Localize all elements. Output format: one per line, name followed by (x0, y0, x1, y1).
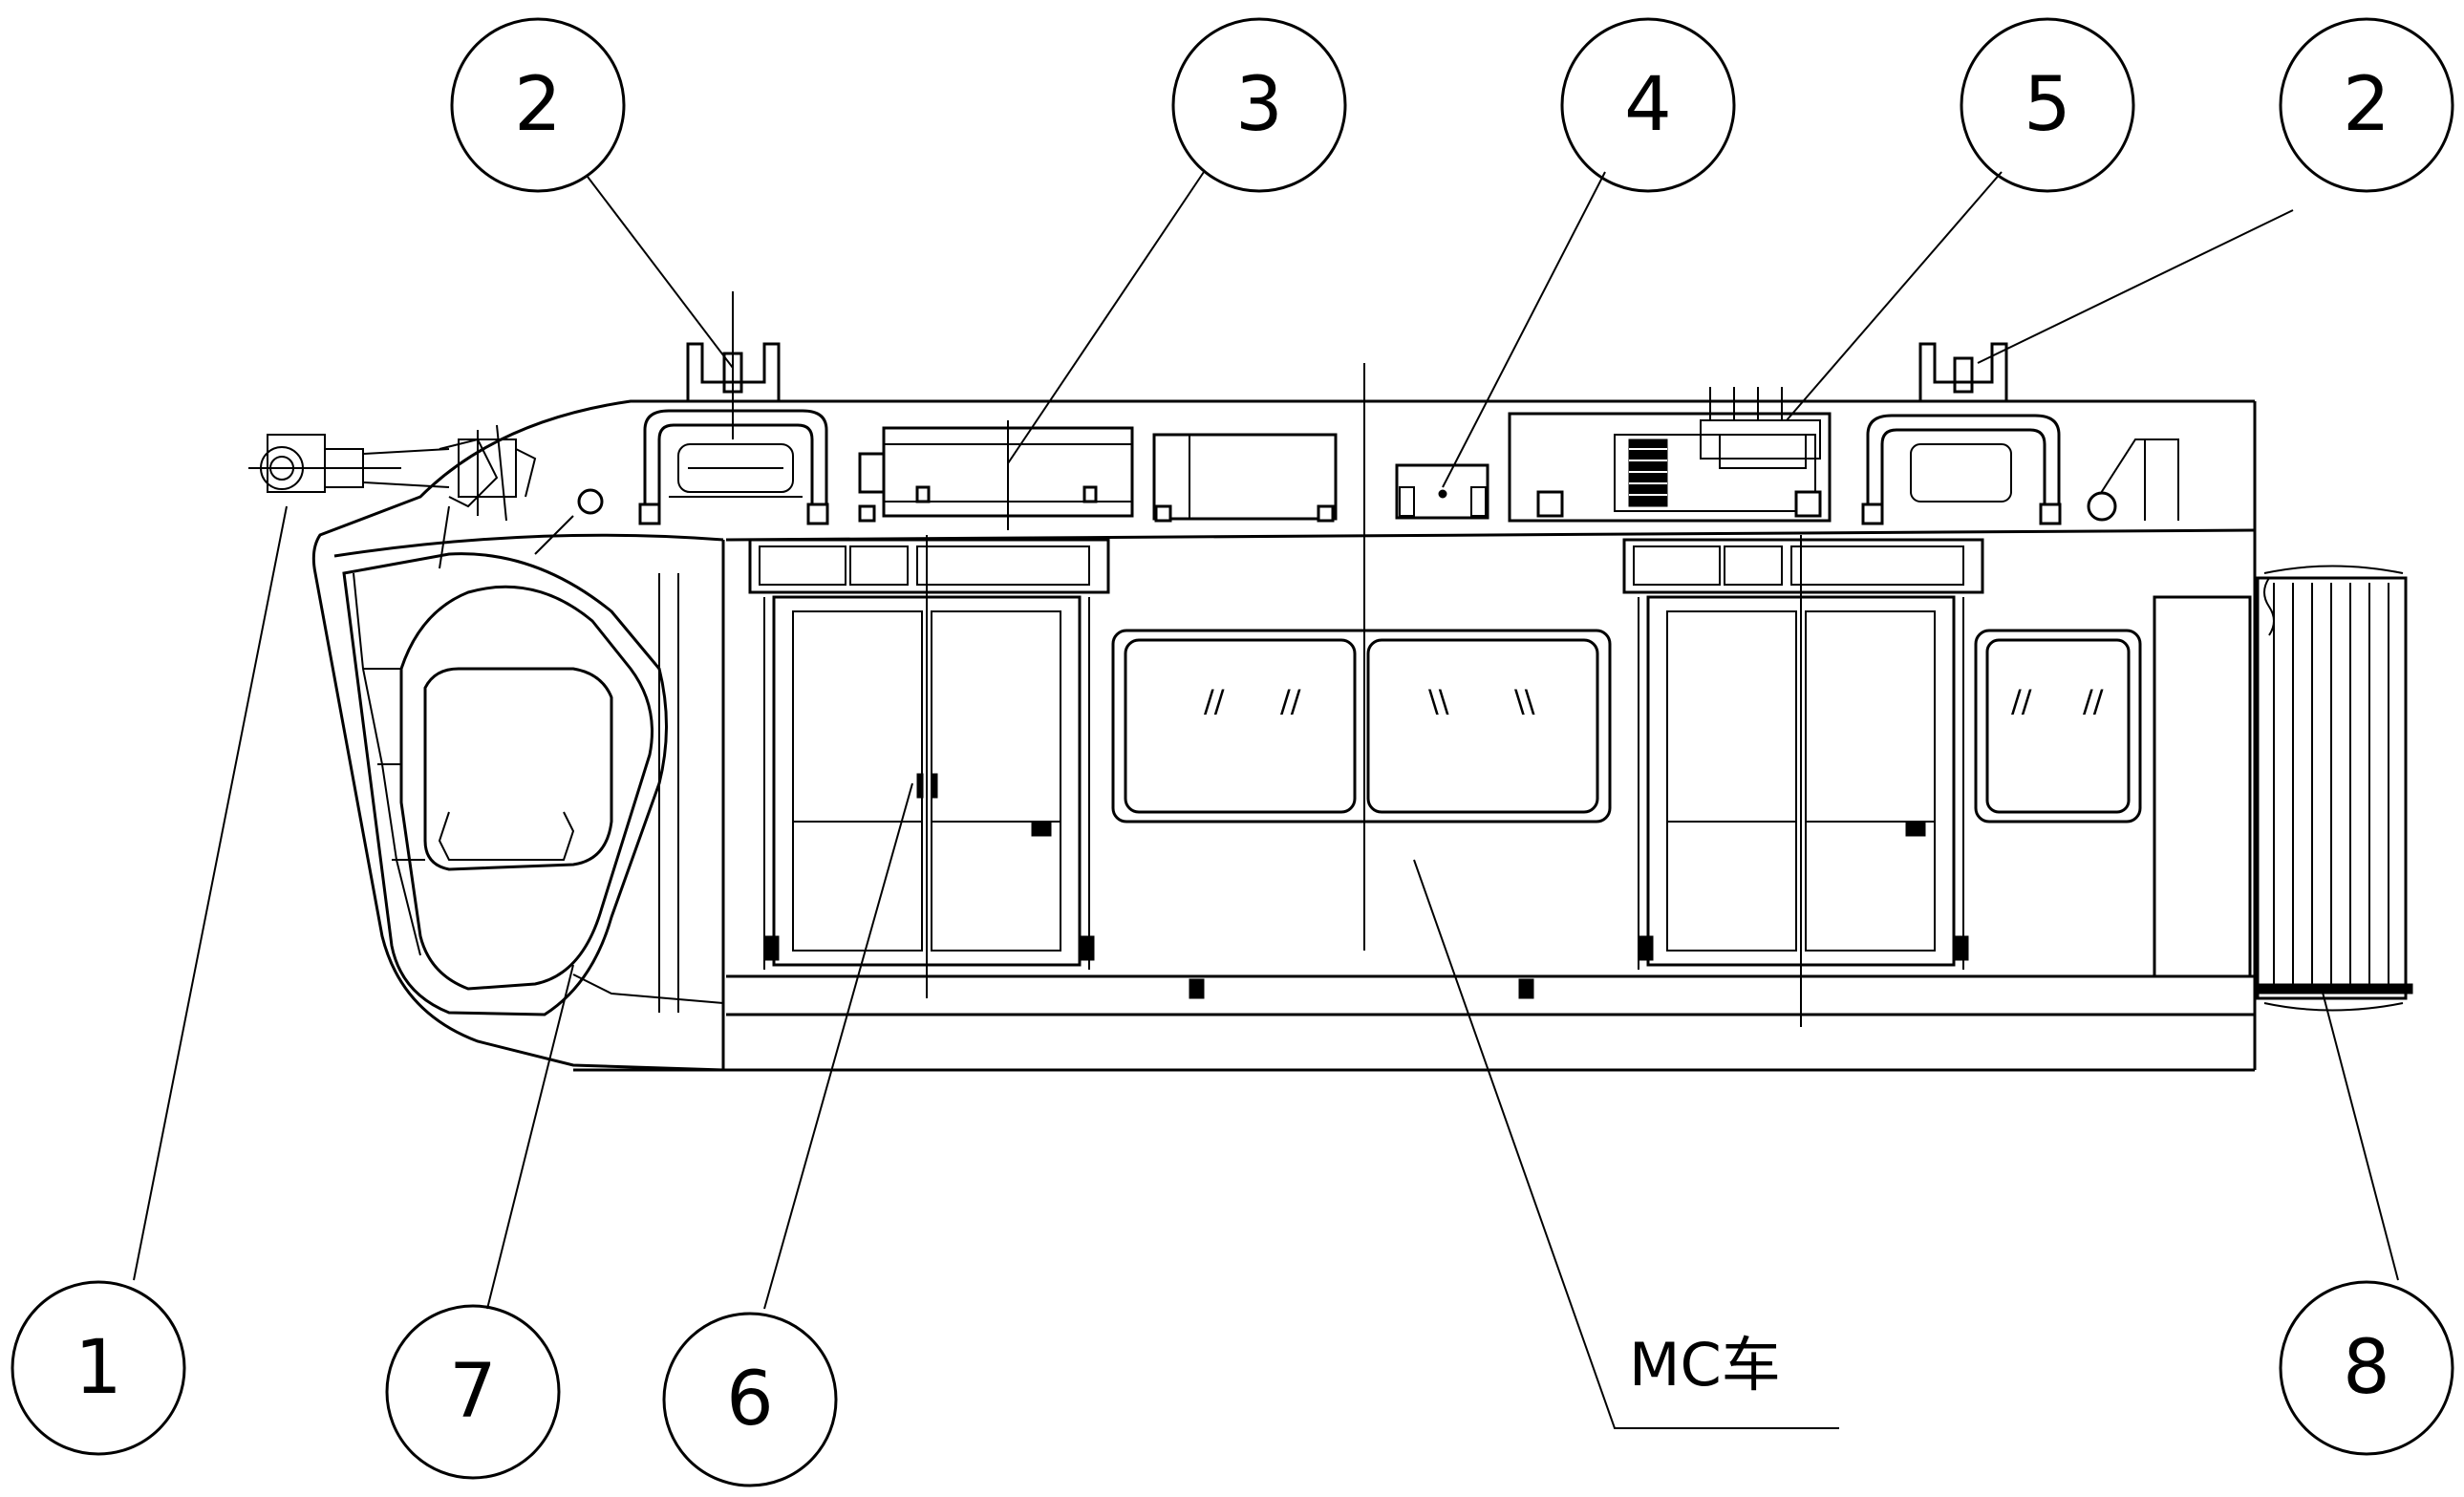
window-right: // // (1974, 595, 2252, 978)
roof-box-b (1152, 433, 1338, 523)
door-module-left (748, 535, 1205, 999)
svg-text:3: 3 (1235, 62, 1283, 148)
roof-hvac-5 (1508, 387, 1832, 523)
car-label: MC车 (1629, 1330, 1781, 1400)
svg-text:\\: \\ (1428, 683, 1449, 719)
gangway-bellows (2254, 565, 2413, 1012)
svg-text:1: 1 (75, 1325, 122, 1411)
roof-unit-right (1861, 342, 2179, 525)
cab-nose (311, 399, 726, 1072)
svg-text:\\: \\ (1514, 683, 1535, 719)
svg-text://: // (1204, 683, 1225, 719)
svg-text:5: 5 (2024, 62, 2071, 148)
svg-text://: // (2083, 683, 2104, 719)
svg-text:2: 2 (2343, 62, 2390, 148)
callout-3: 3 (1171, 17, 1347, 193)
svg-text:2: 2 (514, 62, 562, 148)
svg-text:7: 7 (449, 1349, 497, 1435)
callout-2-right: 2 (2279, 17, 2454, 193)
leader-lines (133, 171, 2399, 1429)
roof-equipment-4 (1395, 463, 1489, 520)
callout-7: 7 (385, 1304, 561, 1480)
svg-text:4: 4 (1624, 62, 1672, 148)
svg-text:8: 8 (2343, 1325, 2390, 1411)
roof-unit-left (638, 291, 829, 525)
callout-5: 5 (1960, 17, 2135, 193)
roof-equipment-3 (858, 420, 1134, 530)
svg-text:6: 6 (726, 1357, 774, 1443)
windows-centre: // // \\ \\ (1111, 629, 1612, 823)
front-coupler (248, 424, 604, 522)
car-body (573, 399, 2257, 1072)
door-module-right (1518, 535, 1984, 1027)
svg-text://: // (1280, 683, 1301, 719)
callout-6: 6 (662, 1312, 838, 1487)
callout-4: 4 (1560, 17, 1736, 193)
callout-1: 1 (11, 1280, 186, 1456)
callout-8: 8 (2279, 1280, 2454, 1456)
callout-2-left: 2 (450, 17, 626, 193)
svg-text://: // (2011, 683, 2032, 719)
